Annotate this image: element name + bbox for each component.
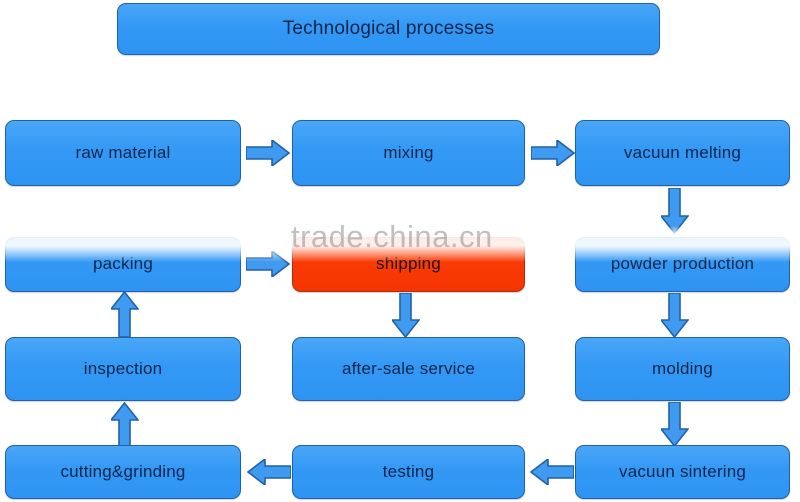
- node-vacuun-melting[interactable]: vacuun melting: [575, 120, 790, 186]
- node-shipping[interactable]: shipping: [292, 237, 525, 292]
- arrow-testing-to-cutting-grinding: [247, 459, 291, 485]
- arrow-mixing-to-vacuun-melting: [531, 140, 575, 166]
- arrow-cutting-grinding-to-inspection: [111, 402, 139, 447]
- arrow-raw-material-to-mixing: [246, 140, 290, 166]
- node-testing[interactable]: testing: [292, 445, 525, 499]
- node-cutting-grinding[interactable]: cutting&grinding: [5, 445, 241, 499]
- arrow-inspection-to-packing: [111, 291, 139, 338]
- arrow-shipping-to-after-sale-service: [392, 293, 420, 338]
- node-molding[interactable]: molding: [575, 337, 790, 401]
- node-mixing[interactable]: mixing: [292, 120, 525, 186]
- node-title: Technological processes: [117, 3, 660, 55]
- arrow-powder-production-to-molding: [661, 293, 689, 338]
- node-packing[interactable]: packing: [5, 237, 241, 292]
- node-inspection[interactable]: inspection: [5, 337, 241, 401]
- node-powder-production[interactable]: powder production: [575, 237, 790, 292]
- arrow-vacuun-sintering-to-testing: [530, 459, 574, 485]
- arrow-molding-to-vacuun-sintering: [661, 402, 689, 447]
- node-after-sale-service[interactable]: after-sale service: [292, 337, 525, 401]
- arrow-packing-to-shipping: [246, 251, 290, 277]
- arrow-vacuun-melting-to-powder-production: [661, 188, 689, 234]
- node-vacuun-sintering[interactable]: vacuun sintering: [575, 445, 790, 499]
- node-raw-material[interactable]: raw material: [5, 120, 241, 186]
